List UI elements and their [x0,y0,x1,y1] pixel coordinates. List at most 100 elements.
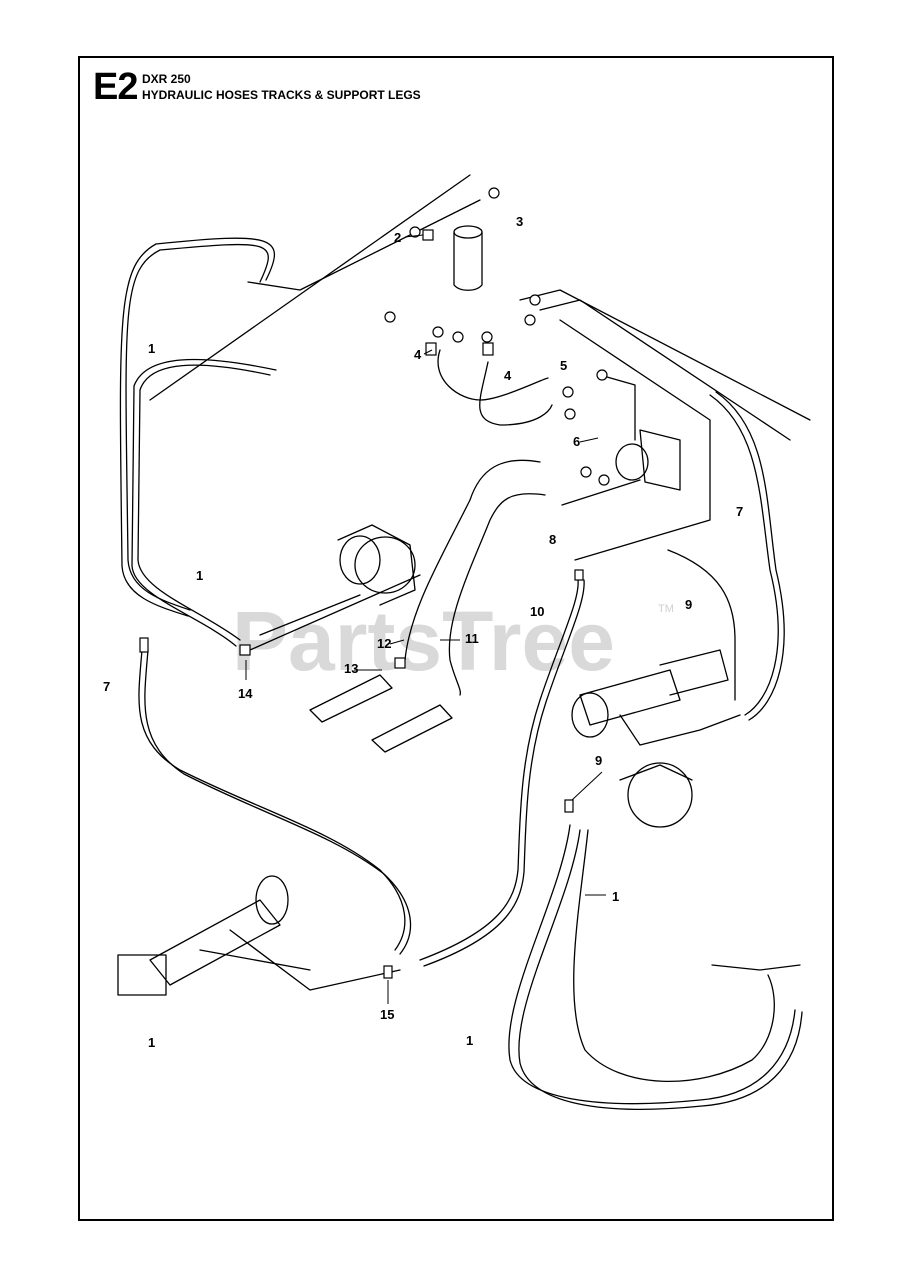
callout-label: 12 [377,636,391,651]
leader-lines [245,234,606,1004]
hose-12 [404,459,541,661]
hose-4-right [479,361,553,426]
frame-guide-line [519,289,811,421]
hose-1-middle [137,364,271,641]
frame-guide-line [247,199,481,291]
hose-left-motor [259,594,361,636]
right-track-motor [627,762,693,828]
bottom-left-cylinder [149,899,281,986]
hose-1-bottom-inner [573,829,775,1082]
control-block-line [561,479,641,506]
left-track-motor [354,536,416,594]
fitting [564,799,574,813]
callout-label: 15 [380,1007,394,1022]
callout-labels: 1 2 3 4 4 5 6 1 7 8 1 10 9 12 11 13 14 7… [103,214,743,1050]
fitting [562,386,574,398]
right-track-motor-rim [619,764,693,781]
fitting [488,187,500,199]
control-block-bracket [599,374,636,441]
callout-label: 7 [736,504,743,519]
hose-4-left [437,349,549,401]
fitting [422,229,434,241]
callout-label: 7 [103,679,110,694]
watermark-tm: TM [658,603,674,615]
callout-label: 11 [465,631,479,646]
right-cylinder-rod [659,649,729,696]
hose-7-right-outer [715,391,785,721]
fitting [452,331,464,343]
fitting [524,314,536,326]
diagram-title: HYDRAULIC HOSES TRACKS & SUPPORT LEGS [142,88,421,102]
fitting [383,965,393,979]
fitting [596,369,608,381]
fitting [481,331,493,343]
right-support-cylinder [579,669,681,726]
callout-label: 13 [344,661,358,676]
fitting [409,226,421,238]
hose-9-right [667,549,736,701]
frame-guide-line [559,319,711,561]
left-motor-body [337,524,416,606]
hose-1-middle-outer [131,358,277,647]
bottom-left-cylinder-head [255,875,289,925]
callout-label: 10 [530,604,544,619]
callout-label: 14 [238,686,253,701]
callout-label: 2 [394,230,401,245]
control-block-port [615,443,649,481]
bottom-left-line [229,929,401,991]
hose-1-upper [125,243,269,611]
callout-label: 9 [595,753,602,768]
callout-label: 1 [612,889,619,904]
callout-label: 4 [504,368,512,383]
hose-1-bottom-outer [518,829,803,1110]
callout-label: 6 [573,434,580,449]
hose-10 [419,579,579,961]
section-code: E2 [93,66,138,108]
callout-label: 1 [148,1035,155,1050]
fittings [139,187,610,979]
support-leg-cylinder-left [309,674,393,723]
callout-label: 4 [414,347,422,362]
bottom-left-cylinder-base [117,954,167,996]
callout-label: 8 [549,532,556,547]
left-track-motor-face [339,535,381,585]
fitting [529,294,541,306]
fitting [425,342,437,356]
fitting [432,326,444,338]
fitting [239,644,251,656]
fitting [580,466,592,478]
callout-label: 1 [466,1033,473,1048]
callout-label: 3 [516,214,523,229]
fitting [564,408,576,420]
callout-label: 1 [148,341,155,356]
support-leg-cylinder-right [371,704,453,753]
top-valve-body [453,231,483,291]
callout-label: 9 [685,597,692,612]
bottom-right-line [711,964,801,971]
fitting [598,474,610,486]
hose-7-left-outer [144,649,412,955]
model-name: DXR 250 [142,72,191,86]
control-block [639,429,681,491]
frame-guide-line [539,299,791,441]
top-valve-cap [453,225,483,239]
hose-7-left [138,649,406,951]
fitting [139,637,149,653]
bottom-left-line-2 [199,949,311,971]
right-cylinder-line [619,714,741,746]
fitting [384,311,396,323]
watermark-text: PartsTree [232,594,615,688]
hose-1-upper-outer [119,237,275,617]
hose-10-outer [423,579,585,967]
right-support-cylinder-head [571,692,609,738]
hose-7-right [709,394,779,716]
hose-1-bottom [508,824,796,1105]
callout-label: 5 [560,358,567,373]
fitting [482,342,494,356]
fitting [574,569,584,581]
hose-left-motor-2 [249,574,421,651]
frame-guide-line [149,174,471,401]
diagram-frame [78,56,834,1221]
fitting [394,657,406,669]
